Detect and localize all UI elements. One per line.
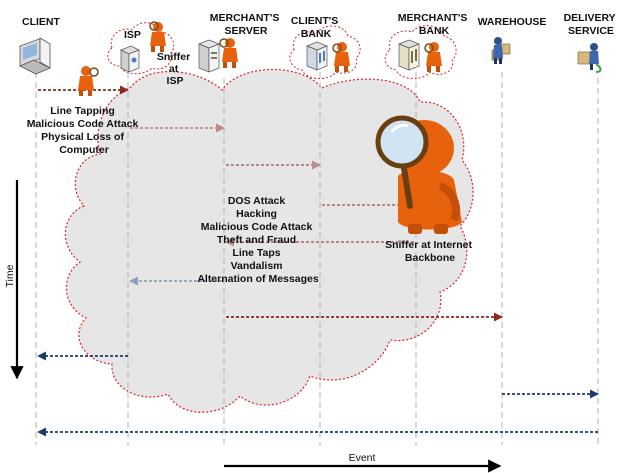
delivery-worker-icon	[577, 43, 602, 73]
label-merchant-server: MERCHANT'S SERVER	[210, 12, 283, 37]
label-delivery-line1: DELIVERY	[564, 12, 616, 24]
message-arrows	[37, 85, 599, 437]
label-delivery-line2: SERVICE	[568, 25, 614, 37]
sniffer-isp-line1: Sniffer	[157, 51, 190, 63]
sniffer-backbone-line2: Backbone	[405, 252, 455, 264]
label-client-bank-line1: CLIENT'S	[291, 15, 338, 27]
event-axis-label: Event	[349, 452, 376, 464]
sniffer-backbone-label: Sniffer at Internet Backbone	[385, 239, 475, 264]
internet-threat-6: Vandalism	[231, 260, 283, 272]
label-merchant-bank-line2: BANK	[419, 25, 450, 37]
time-axis-label: Time	[4, 264, 16, 287]
client-threat-3: Physical Loss of	[41, 131, 124, 143]
label-merchant-server-line1: MERCHANT'S	[210, 12, 280, 24]
sniffer-figure-icon-merchant-bank	[424, 42, 442, 72]
internet-threat-3: Malicious Code Attack	[201, 221, 313, 233]
merchant-server-icon	[198, 39, 220, 73]
client-threat-2: Malicious Code Attack	[27, 118, 139, 130]
sniffer-figure-icon-client-bank	[332, 42, 350, 72]
client-bank-icon	[306, 41, 328, 71]
client-threat-1: Line Tapping	[50, 105, 115, 117]
lifelines	[35, 72, 599, 445]
sniffer-figure-icon-isp	[149, 21, 166, 52]
label-client: CLIENT	[22, 16, 61, 28]
client-threat-4: Computer	[59, 144, 109, 156]
sniffer-figure-icon-merchant	[219, 38, 238, 68]
label-merchant-server-line2: SERVER	[225, 25, 268, 37]
label-delivery-service: DELIVERY SERVICE	[564, 12, 619, 37]
sniffer-isp-line2: at	[169, 63, 179, 75]
label-merchant-bank: MERCHANT'S BANK	[398, 12, 471, 37]
sniffer-isp-line3: ISP	[167, 75, 184, 87]
magnifying-glass-figure-icon	[375, 115, 462, 234]
internet-threat-5: Line Taps	[232, 247, 280, 259]
sniffer-backbone-line1: Sniffer at Internet	[385, 239, 472, 251]
computer-icon	[19, 37, 51, 75]
internet-threats-list: DOS Attack Hacking Malicious Code Attack…	[197, 195, 319, 285]
isp-server-icon	[120, 45, 140, 73]
internet-threat-7: Alternation of Messages	[197, 273, 319, 285]
merchant-bank-icon	[398, 39, 420, 71]
label-isp: ISP	[124, 29, 141, 41]
internet-cloud	[64, 68, 474, 413]
label-merchant-bank-line1: MERCHANT'S	[398, 12, 468, 24]
label-warehouse: WAREHOUSE	[478, 16, 547, 28]
label-client-bank-line2: BANK	[301, 28, 332, 40]
sniffer-figure-icon-client	[78, 66, 99, 96]
label-client-bank: CLIENT'S BANK	[291, 15, 341, 40]
internet-threat-2: Hacking	[236, 208, 277, 220]
sniffer-at-isp-label: Sniffer at ISP	[157, 51, 193, 87]
internet-threat-4: Theft and Fraud	[217, 234, 296, 246]
internet-threat-1: DOS Attack	[228, 195, 286, 207]
client-threats-list: Line Tapping Malicious Code Attack Physi…	[27, 105, 142, 156]
warehouse-worker-icon	[491, 37, 511, 64]
